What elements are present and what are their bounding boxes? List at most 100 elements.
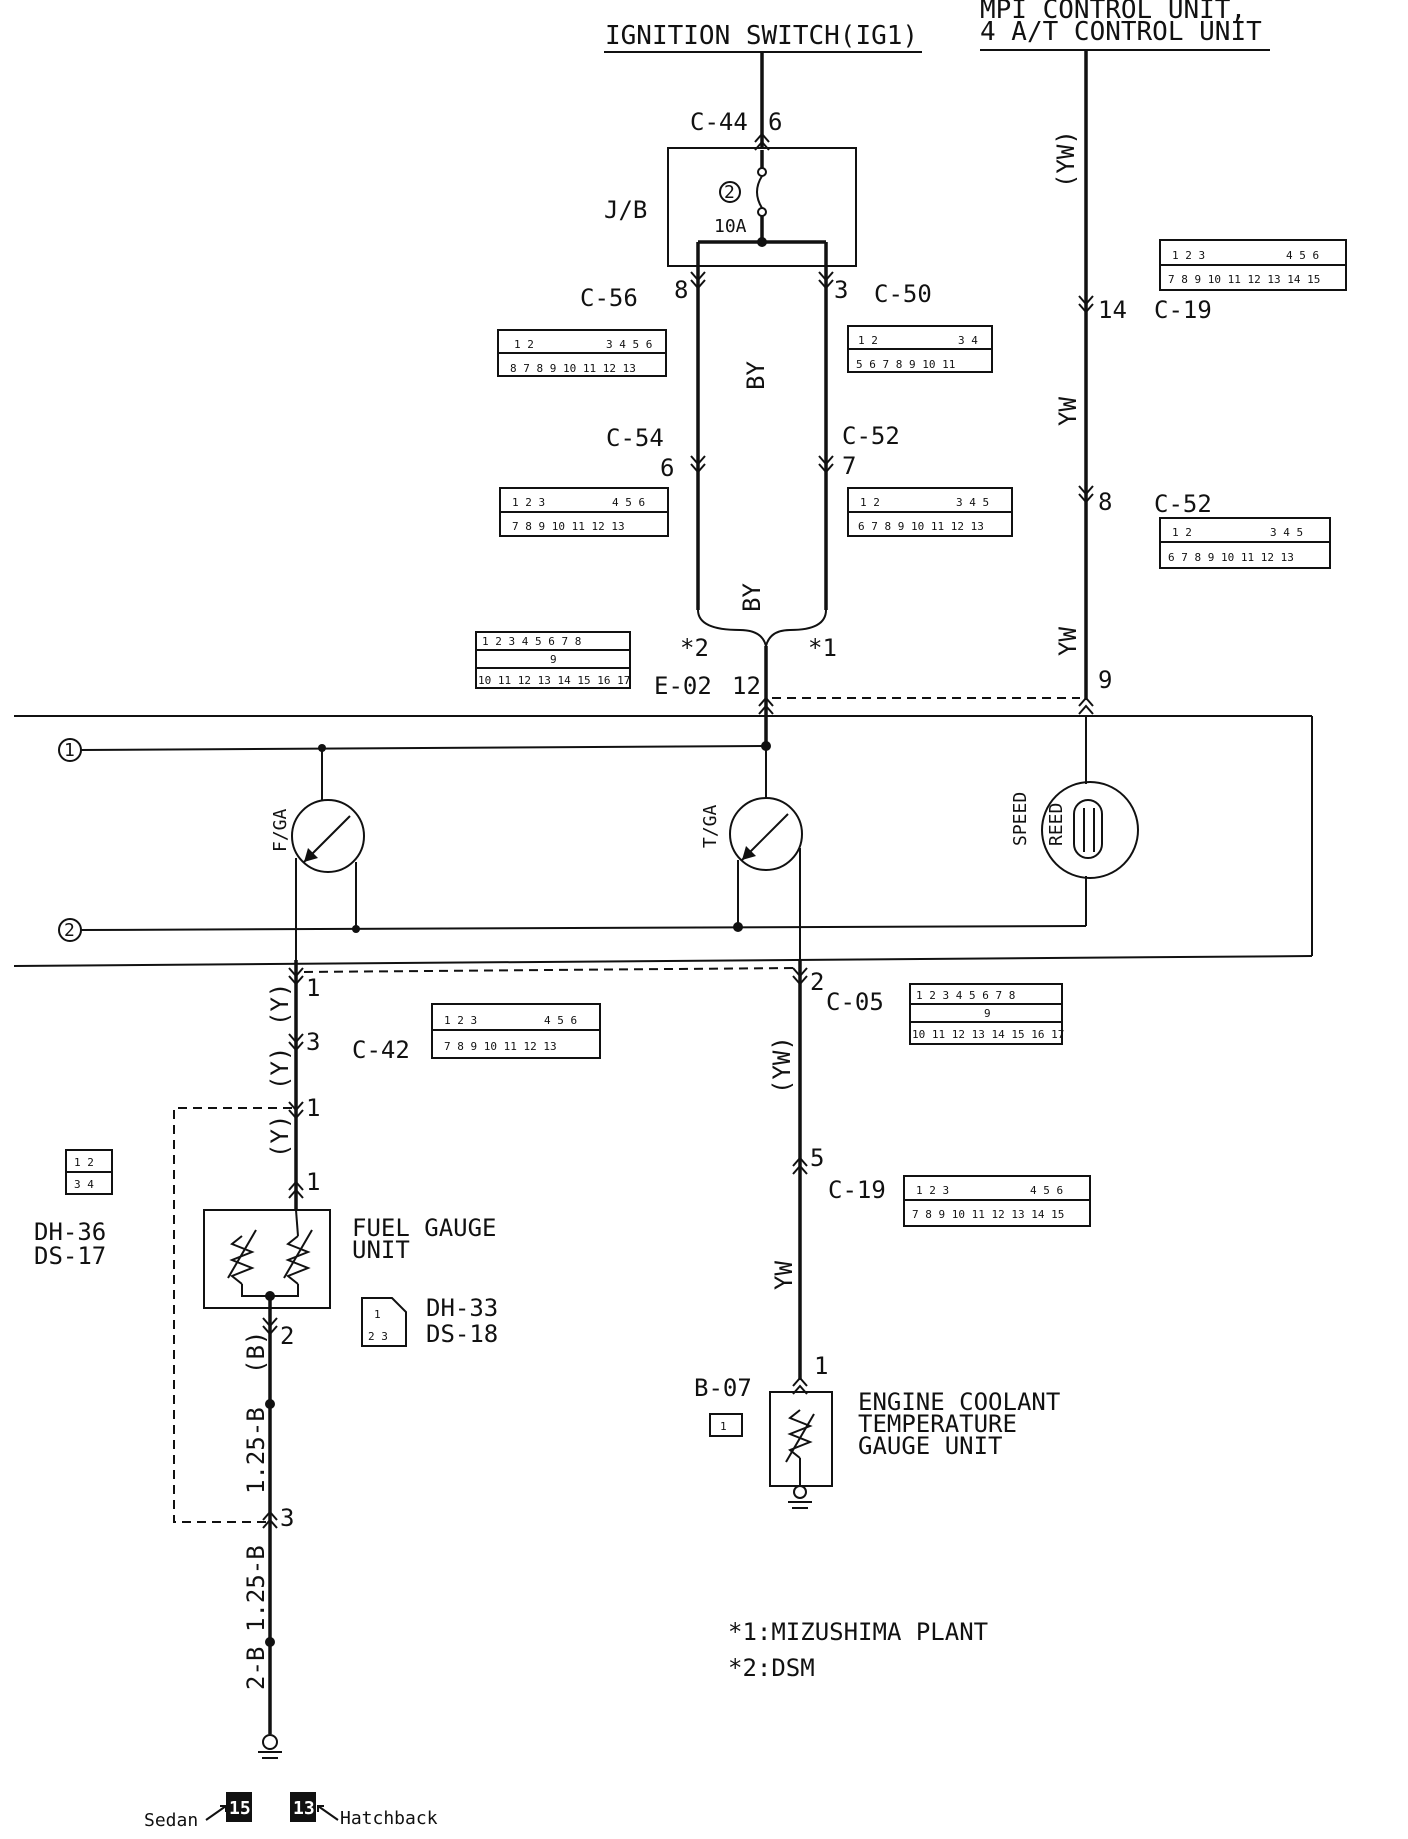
svg-text:1: 1 <box>720 1420 727 1433</box>
c05-left-connector-arrow <box>288 967 304 986</box>
wire-by-a: BY <box>742 361 770 390</box>
svg-text:4 5 6: 4 5 6 <box>1286 249 1319 262</box>
meter-bus-1 <box>80 745 767 751</box>
dh36-pin-diagram: 1 2 3 4 <box>65 1149 113 1195</box>
svg-text:6 7 8 9 10 11 12 13: 6 7 8 9 10 11 12 13 <box>858 520 984 533</box>
e02-pin-diagram: 1 2 3 4 5 6 7 8 9 10 11 12 13 14 15 16 1… <box>475 631 631 689</box>
fuse-terminal-bottom <box>757 207 767 217</box>
c19a-connector-arrow <box>1078 295 1094 314</box>
ground-sedan-label: Sedan <box>144 1810 198 1831</box>
c19a-label: C-19 <box>1154 296 1212 324</box>
ect-label-2: TEMPERATURE <box>858 1410 1017 1438</box>
svg-text:9: 9 <box>550 653 557 666</box>
note-1: *1:MIZUSHIMA PLANT <box>728 1618 988 1646</box>
c50-connector-arrow <box>818 271 834 290</box>
coolant-gauge-unit <box>769 1391 833 1509</box>
c52-label: C-52 <box>842 422 900 450</box>
svg-text:1 2: 1 2 <box>860 496 880 509</box>
svg-text:1 2 3: 1 2 3 <box>444 1014 477 1027</box>
fuel-unit-label-2: UNIT <box>352 1236 410 1264</box>
ect-label-3: GAUGE UNIT <box>858 1432 1003 1460</box>
svg-text:5 6 7 8 9 10 11: 5 6 7 8 9 10 11 <box>856 358 955 371</box>
wire-y3: (Y) <box>266 1115 294 1158</box>
svg-text:2 3: 2 3 <box>368 1330 388 1343</box>
junction-block <box>667 147 857 267</box>
c42-connector-arrow <box>288 1033 304 1052</box>
svg-text:7 8 9 10 11 12 13 14 15: 7 8 9 10 11 12 13 14 15 <box>912 1208 1064 1221</box>
wire-2b: 2-B <box>242 1647 270 1690</box>
marker-star1: *1 <box>808 634 837 662</box>
svg-text:1 2: 1 2 <box>514 338 534 351</box>
svg-text:4 5 6: 4 5 6 <box>1030 1184 1063 1197</box>
sedan-arrow <box>205 1805 227 1821</box>
fuel-gauge-meter <box>291 748 365 960</box>
ground-sedan-box <box>226 1792 252 1822</box>
jb-label: J/B <box>604 196 647 224</box>
fuse-terminal-top <box>757 167 767 177</box>
svg-text:1 2: 1 2 <box>74 1156 94 1169</box>
c44-pin: 6 <box>768 108 782 136</box>
wire-y2: (Y) <box>266 1047 294 1090</box>
fuse-symbol <box>756 175 763 209</box>
c56-connector-arrow <box>690 271 706 290</box>
wire-yw-a: YW <box>1054 397 1082 426</box>
e02-pin-right: 9 <box>1098 666 1112 694</box>
wire-b125-b: 1.25-B <box>242 1545 270 1632</box>
fuse-rating: 10A <box>714 216 747 237</box>
svg-text:6 7 8 9 10 11 12 13: 6 7 8 9 10 11 12 13 <box>1168 551 1294 564</box>
ect-label-1: ENGINE COOLANT <box>858 1388 1060 1416</box>
mpi-label-1: MPI CONTROL UNIT, <box>980 0 1246 25</box>
dh33-pin-diagram: 1 2 3 <box>361 1297 407 1347</box>
c52-pin: 7 <box>842 452 856 480</box>
svg-text:10 11 12 13 14 15 16 17: 10 11 12 13 14 15 16 17 <box>912 1028 1064 1041</box>
e02-label: E-02 <box>654 672 712 700</box>
c42-label: C-42 <box>352 1036 410 1064</box>
c05-pin: 2 <box>810 968 824 996</box>
b-splice-2 <box>265 1637 275 1647</box>
c42-pin3: 3 <box>306 1028 320 1056</box>
option-brace <box>697 609 827 647</box>
c05-pin-diagram: 1 2 3 4 5 6 7 8 9 10 11 12 13 14 15 16 1… <box>909 983 1064 1045</box>
wire-y1: (Y) <box>266 983 294 1026</box>
gauge-reed-label: REED <box>1046 803 1067 846</box>
ground-hatch-box <box>290 1792 316 1822</box>
svg-text:4 5 6: 4 5 6 <box>612 496 645 509</box>
c52b-label: C-52 <box>1154 490 1212 518</box>
c05-dashed-link <box>303 967 795 973</box>
svg-text:1 2 3: 1 2 3 <box>1172 249 1205 262</box>
svg-text:3 4 5: 3 4 5 <box>1270 526 1303 539</box>
fuel-gauge-unit <box>203 1209 331 1309</box>
wire-by-b: BY <box>738 583 766 612</box>
fuel-unit-pin2: 2 <box>280 1322 294 1350</box>
wire-yw-b: YW <box>1054 627 1082 656</box>
svg-text:7 8 9 10 11 12 13: 7 8 9 10 11 12 13 <box>444 1040 557 1053</box>
b07-pin: 1 <box>814 1352 828 1380</box>
b-connector-arrow <box>262 1510 278 1529</box>
gauge-tga-label: T/GA <box>700 804 721 848</box>
marker-circle2: 2 <box>64 920 75 941</box>
c05-label: C-05 <box>826 988 884 1016</box>
b-splice-1 <box>265 1399 275 1409</box>
mpi-label-2: 4 A/T CONTROL UNIT <box>980 17 1262 47</box>
c42-pin1: 1 <box>306 974 320 1002</box>
c56-pin: 8 <box>674 276 688 304</box>
wire-b125-a: 1.25-B <box>242 1407 270 1494</box>
svg-text:3 4: 3 4 <box>74 1178 94 1191</box>
svg-text:1 2: 1 2 <box>858 334 878 347</box>
svg-text:1 2 3: 1 2 3 <box>512 496 545 509</box>
ds17-label: DS-17 <box>34 1242 106 1270</box>
c44-label: C-44 <box>690 108 748 136</box>
e02-pin: 12 <box>732 672 761 700</box>
wire-yw-c: (YW) <box>768 1036 796 1094</box>
c56-label: C-56 <box>580 284 638 312</box>
svg-text:10 11 12 13 14 15 16 17: 10 11 12 13 14 15 16 17 <box>478 674 630 687</box>
marker-star2: *2 <box>680 634 709 662</box>
c19b-pin: 5 <box>810 1144 824 1172</box>
